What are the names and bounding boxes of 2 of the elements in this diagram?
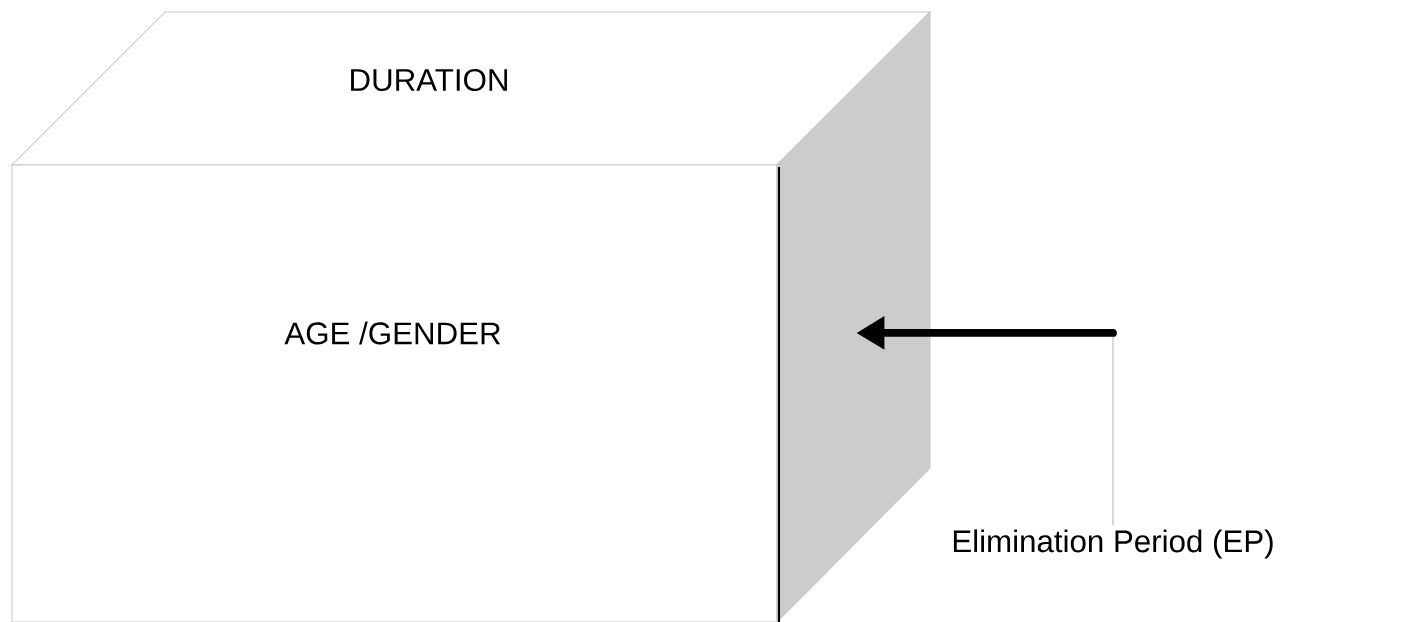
label-text: Elimination Period (EP) [953,529,1273,559]
side-face [776,10,931,622]
